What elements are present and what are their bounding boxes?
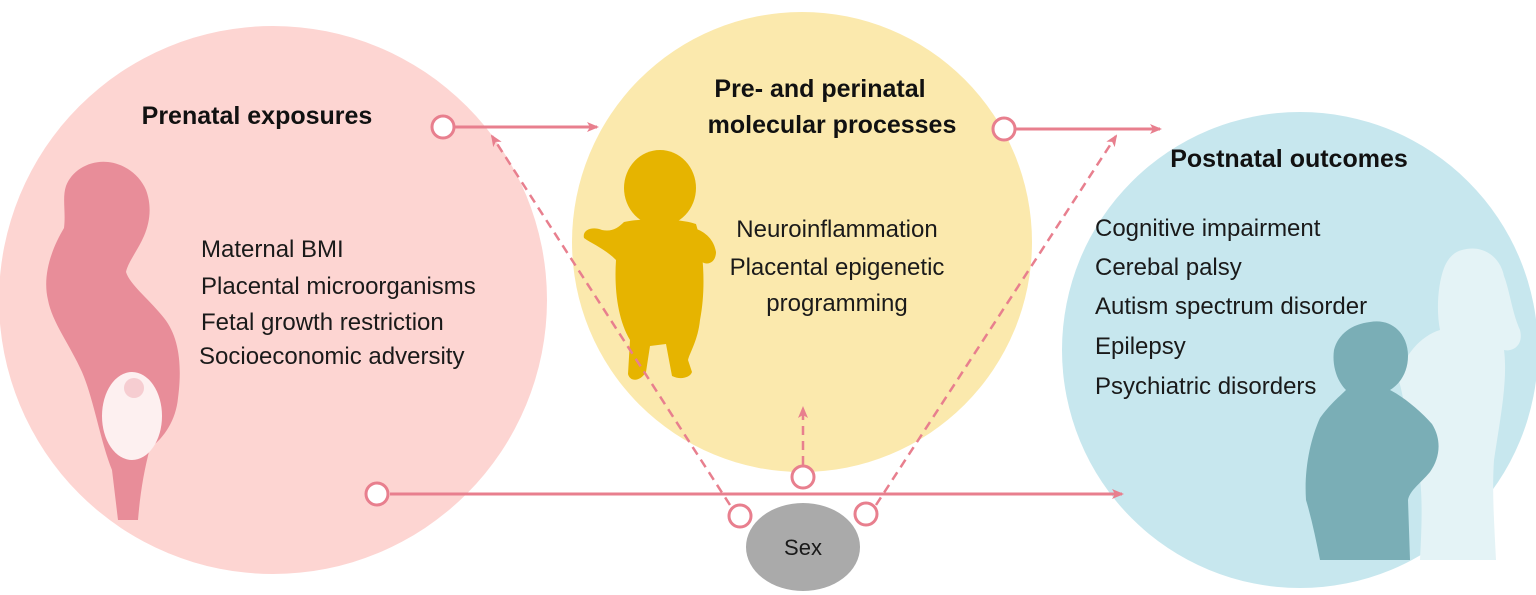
processes-item-1: Neuroinflammation [736,216,937,243]
boy-silhouette [1305,321,1439,560]
pregnant-woman-silhouette-icon [46,161,180,521]
postnatal-item-3: Autism spectrum disorder [1095,293,1367,320]
node-sex-center [790,464,816,490]
node-prenatal-bottom [364,481,390,507]
node-sex-right [853,501,879,527]
prenatal-title: Prenatal exposures [142,102,373,130]
node-processes-out [991,116,1017,142]
prenatal-item-2: Placental microorganisms [201,273,476,300]
baby-silhouette-icon [583,150,716,380]
sex-ellipse [746,503,860,591]
fetus-icon [102,372,162,460]
arrow-sex-to-prenatal-link [490,134,732,506]
postnatal-item-2: Cerebal palsy [1095,254,1242,281]
postnatal-item-4: Epilepsy [1095,333,1186,360]
arrow-sex-to-postnatal-link [874,134,1118,506]
processes-title-line2: molecular processes [708,111,957,139]
prenatal-item-1: Maternal BMI [201,236,344,263]
sex-label: Sex [784,535,822,560]
postnatal-item-5: Psychiatric disorders [1095,373,1316,400]
processes-item-3: programming [766,290,907,317]
prenatal-item-3: Fetal growth restriction [201,309,444,336]
postnatal-item-1: Cognitive impairment [1095,215,1321,242]
node-sex-left [727,503,753,529]
processes-item-2: Placental epigenetic [730,254,945,281]
postnatal-title: Postnatal outcomes [1170,145,1408,173]
girl-silhouette [1398,248,1521,561]
children-silhouette-icon [1305,248,1521,561]
node-prenatal-out [430,114,456,140]
prenatal-item-4: Socioeconomic adversity [199,343,464,370]
processes-title-line1: Pre- and perinatal [714,75,925,103]
